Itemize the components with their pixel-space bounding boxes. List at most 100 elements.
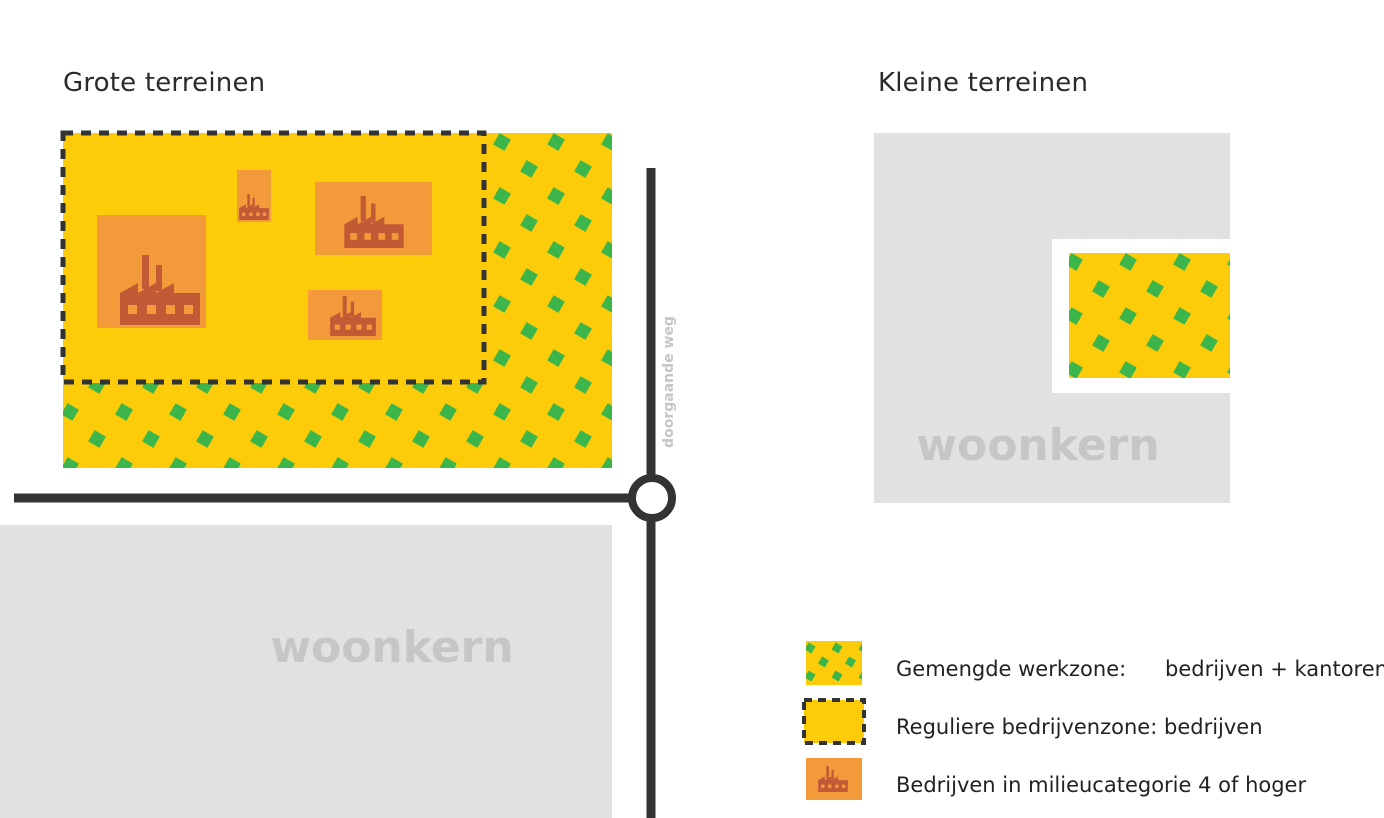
mixed-zone-tile [439, 457, 457, 468]
mixed-zone-tile [858, 670, 862, 682]
mixed-zone-tile [601, 187, 612, 205]
mixed-zone-tile [520, 322, 538, 340]
mixed-zone-pattern-small [1069, 253, 1230, 378]
mixed-zone-tile [818, 684, 829, 685]
mixed-zone-tile [831, 670, 843, 682]
mixed-zone-tile [169, 403, 187, 421]
mixed-zone-tile [520, 214, 538, 232]
mixed-zone-tile [493, 133, 511, 151]
legend-swatch-mixed [806, 641, 862, 685]
mixed-zone-tile [601, 295, 612, 313]
mixed-zone-tile [1173, 361, 1191, 378]
mixed-zone-tile [466, 430, 484, 448]
mixed-zone-tile [520, 376, 538, 394]
mixed-zone-tile [304, 430, 322, 448]
legend-mixed-desc: bedrijven + kantoren [1165, 657, 1384, 681]
industry-block-1 [97, 215, 206, 328]
industry-block-3 [315, 182, 432, 255]
mixed-zone-tile [115, 403, 133, 421]
mixed-zone-tile [1146, 334, 1164, 352]
legend-industry: Bedrijven in milieucategorie 4 of hoger [896, 773, 1307, 797]
legend-regular-desc: bedrijven [1164, 715, 1263, 739]
residential-label-small: woonkern [916, 420, 1159, 471]
mixed-zone-tile [63, 457, 79, 468]
mixed-zone-tile [574, 214, 592, 232]
mixed-zone-tile [277, 457, 295, 468]
mixed-zone-tile [858, 642, 862, 654]
mixed-zone-tile [142, 430, 160, 448]
mixed-zone-tile [601, 349, 612, 367]
mixed-zone-tile [845, 656, 856, 668]
mixed-zone-tile [1119, 307, 1137, 325]
heading-small-parks: Kleine terreinen [878, 68, 1089, 98]
legend-regular-name: Reguliere bedrijvenzone: [896, 715, 1158, 739]
mixed-zone-tile [574, 268, 592, 286]
mixed-zone-tile [547, 349, 565, 367]
mixed-zone-tile [1119, 361, 1137, 378]
mixed-zone-tile [1173, 253, 1191, 271]
mixed-zone-tile [1069, 361, 1083, 378]
mixed-zone-tile [845, 684, 856, 685]
mixed-zone-tile [547, 457, 565, 468]
mixed-zone-tile [277, 403, 295, 421]
mixed-zone-tile [169, 457, 187, 468]
mixed-zone-tile [385, 403, 403, 421]
mixed-zone-tile [493, 457, 511, 468]
mixed-zone-tile [601, 403, 612, 421]
small-business-park [1069, 253, 1230, 378]
mixed-zone-tile [818, 656, 829, 668]
industry-block-4 [308, 290, 382, 340]
mixed-zone-tile [831, 642, 843, 654]
mixed-zone-tile [520, 430, 538, 448]
mixed-zone-tile [806, 670, 816, 682]
industry-block-2 [237, 170, 271, 222]
mixed-zone-tile [520, 268, 538, 286]
mixed-zone-tile [385, 457, 403, 468]
mixed-zone-tile [331, 457, 349, 468]
mixed-zone-tile [1069, 253, 1083, 271]
heading-large-parks: Grote terreinen [63, 68, 266, 98]
mixed-zone-tile [493, 187, 511, 205]
legend-mixed-name: Gemengde werkzone: [896, 657, 1127, 681]
mixed-zone-tile [331, 403, 349, 421]
mixed-zone-tile [493, 241, 511, 259]
mixed-zone-tile [1200, 280, 1218, 298]
legend-swatch-regular [802, 698, 866, 745]
mixed-zone-tile [1146, 280, 1164, 298]
mixed-zone-tile [1092, 280, 1110, 298]
mixed-zone-tile [1200, 334, 1218, 352]
mixed-zone-tile [439, 403, 457, 421]
mixed-zone-tile [493, 349, 511, 367]
mixed-zone-tile [493, 403, 511, 421]
mixed-zone-tile [1069, 307, 1083, 325]
mixed-zone-tile [88, 430, 106, 448]
residential-label-large: woonkern [270, 622, 513, 673]
mixed-zone-tile [601, 241, 612, 259]
mixed-zone-tile [547, 133, 565, 151]
mixed-zone-tile [806, 642, 816, 654]
roundabout-icon [628, 474, 676, 522]
regular-zone-border [60, 130, 487, 385]
mixed-zone-tile [223, 403, 241, 421]
mixed-zone-tile [601, 457, 612, 468]
mixed-zone-tile [1119, 253, 1137, 271]
mixed-zone-tile [520, 160, 538, 178]
mixed-zone-tile [1173, 307, 1191, 325]
mixed-zone-tile [493, 295, 511, 313]
residential-area-large [0, 525, 612, 818]
mixed-zone-tile [250, 430, 268, 448]
mixed-zone-tile [196, 430, 214, 448]
mixed-zone-tile [358, 430, 376, 448]
mixed-zone-tile [63, 403, 79, 421]
mixed-zone-tile [574, 430, 592, 448]
mixed-zone-tile [574, 322, 592, 340]
mixed-zone-tile [115, 457, 133, 468]
mixed-zone-tile [547, 241, 565, 259]
mixed-zone-tile [223, 457, 241, 468]
mixed-zone-tile [1092, 334, 1110, 352]
mixed-zone-tile [547, 295, 565, 313]
mixed-zone-tile [547, 403, 565, 421]
through-road-label: doorgaande weg [661, 316, 677, 448]
mixed-zone-tile [412, 430, 430, 448]
